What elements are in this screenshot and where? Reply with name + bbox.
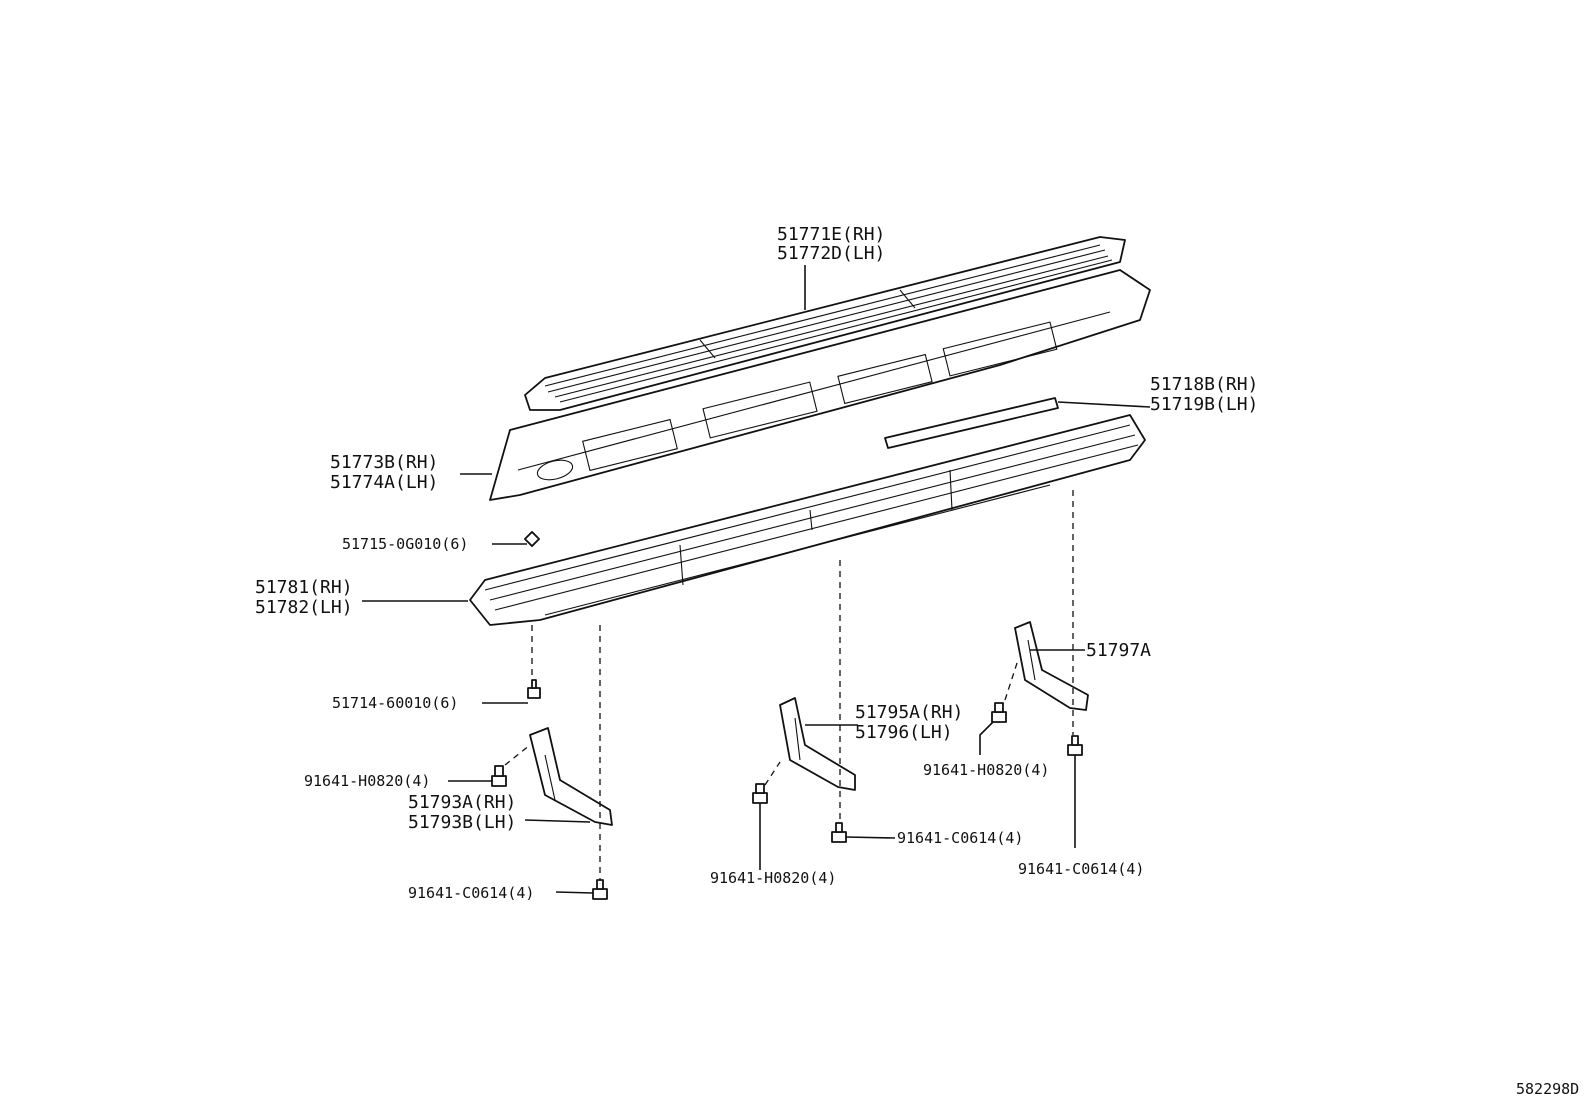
label-retainer-rh: 51718B(RH) [1150,374,1258,395]
bolt-icon-c-center [831,822,847,843]
bolt-icon-h-center [752,783,768,804]
label-step-lh: 51782(LH) [255,597,353,618]
step-cover [489,269,1151,501]
label-step-rh: 51781(RH) [255,577,353,598]
label-step-pad-rh: 51771E(RH) [777,224,885,245]
bolt-icon-h-right [991,702,1007,723]
label-bolt-c-left: 91641-C0614(4) [408,884,534,902]
screw-icon-1 [527,679,541,699]
label-bolt-c-center: 91641-C0614(4) [897,829,1023,847]
label-retainer-lh: 51719B(LH) [1150,394,1258,415]
clip-nut [524,531,540,547]
bolt-icon-c-right [1067,735,1083,756]
assembly-lines [504,490,1074,880]
label-bolt-c-right: 91641-C0614(4) [1018,860,1144,878]
label-bolt-h-right: 91641-H0820(4) [923,761,1049,779]
bracket-rear [1014,621,1089,711]
label-clip-nut: 51715-0G010(6) [342,535,468,553]
retainer-strip [884,397,1059,449]
leader-lines [362,265,1151,894]
bracket-front [529,727,613,826]
bolt-icon-c-left [592,879,608,900]
label-step-pad-lh: 51772D(LH) [777,243,885,264]
label-bracket-center-lh: 51796(LH) [855,722,953,743]
label-screw: 51714-60010(6) [332,694,458,712]
bracket-center [779,697,856,791]
label-bracket-front-lh: 51793B(LH) [408,812,516,833]
step-pad [524,236,1126,411]
label-bolt-h-center: 91641-H0820(4) [710,869,836,887]
step-frame [469,414,1146,626]
label-step-cover-rh: 51773B(RH) [330,452,438,473]
label-bolt-h-left: 91641-H0820(4) [304,772,430,790]
label-bracket-center-rh: 51795A(RH) [855,702,963,723]
bolt-icon-h-left [491,765,507,787]
label-bracket-rear: 51797A [1086,640,1151,661]
label-step-cover-lh: 51774A(LH) [330,472,438,493]
figure-id: 582298D [1516,1080,1579,1098]
label-bracket-front-rh: 51793A(RH) [408,792,516,813]
